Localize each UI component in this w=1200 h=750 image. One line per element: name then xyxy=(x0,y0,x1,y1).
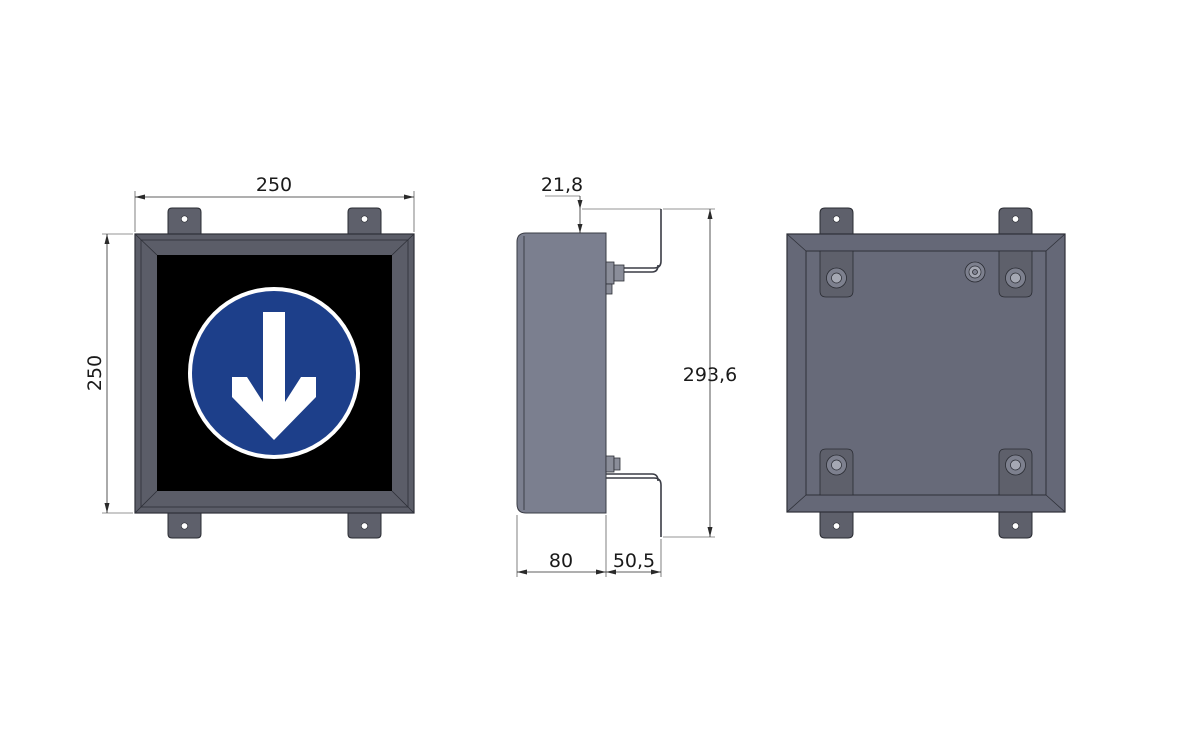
back-strap-top-right xyxy=(998,207,1033,235)
side-view: 21,8 293,6 80 50,5 xyxy=(516,174,737,577)
dim-side-bracket-depth-label: 50,5 xyxy=(613,550,655,572)
front-tab-top-left xyxy=(167,207,202,235)
dim-side-depth: 80 xyxy=(516,515,607,577)
dim-side-total-height: 293,6 xyxy=(663,208,737,538)
dim-side-top-offset: 21,8 xyxy=(541,174,661,233)
back-cable-gland xyxy=(964,261,986,283)
front-tab-bottom-left xyxy=(167,511,202,539)
side-bolt-top xyxy=(605,261,625,295)
dim-side-bracket-depth: 50,5 xyxy=(606,539,662,577)
back-view xyxy=(786,207,1066,539)
dim-side-depth-label: 80 xyxy=(549,550,573,572)
side-housing xyxy=(516,232,607,514)
back-mount-bottom-right xyxy=(998,448,1033,496)
back-strap-top-left xyxy=(819,207,854,235)
back-mount-top-right xyxy=(998,250,1033,298)
front-tab-bottom-right xyxy=(347,511,382,539)
back-strap-bottom-left xyxy=(819,511,854,539)
dim-front-height-label: 250 xyxy=(84,355,106,391)
back-mount-bottom-left xyxy=(819,448,854,496)
dim-front-width-label: 250 xyxy=(256,174,292,196)
back-mount-top-left xyxy=(819,250,854,298)
front-view: 250 250 xyxy=(84,174,415,539)
dim-side-total-height-label: 293,6 xyxy=(683,364,737,386)
arrow-down-icon xyxy=(188,287,360,459)
dim-front-height: 250 xyxy=(84,233,133,514)
back-strap-bottom-right xyxy=(998,511,1033,539)
front-tab-top-right xyxy=(347,207,382,235)
dim-front-width: 250 xyxy=(134,174,415,232)
side-bolt-bottom xyxy=(605,455,621,473)
dim-side-top-offset-label: 21,8 xyxy=(541,174,583,196)
